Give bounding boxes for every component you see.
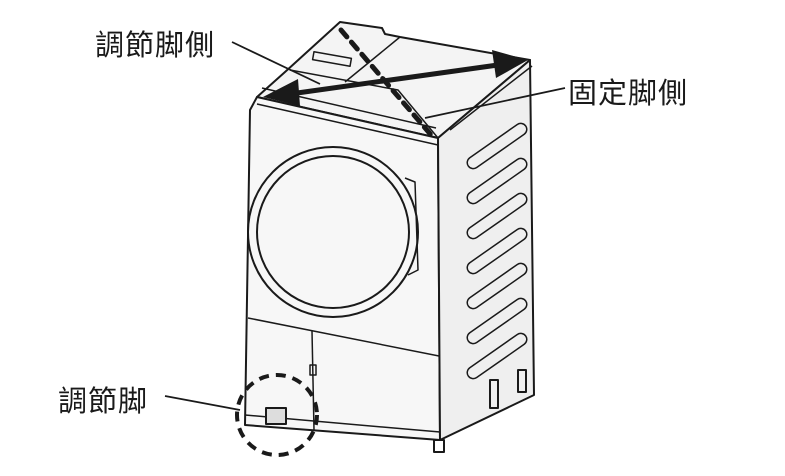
adjustable-foot-shape [265,407,287,425]
label-fixed-side: 固定脚側 [568,76,689,110]
label-adjustable-foot: 調節脚 [58,384,149,418]
leader-fixed-side [424,87,566,119]
label-adjustable-side: 調節脚側 [95,28,216,62]
side-vents [466,122,528,380]
control-display [311,51,353,67]
side-panel [437,59,535,441]
door [247,146,419,318]
double-arrow [263,50,528,106]
leader-adjustable-side [231,41,321,85]
foot-highlight-circle [235,373,319,457]
leader-adjustable-foot [164,395,241,411]
